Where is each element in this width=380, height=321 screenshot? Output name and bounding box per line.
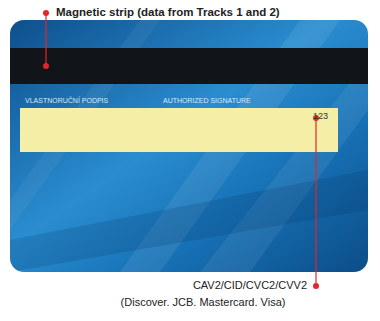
signature-panel bbox=[20, 108, 338, 152]
card-back: VLASTNORUČNÍ PODPIS AUTHORIZED SIGNATURE 1… bbox=[10, 20, 368, 272]
leader-dot bbox=[43, 10, 49, 16]
card-sheen bbox=[10, 20, 368, 272]
card-body bbox=[10, 20, 368, 272]
leader-dot bbox=[43, 63, 49, 69]
part-label: Magnetic strip (data from Tracks 1 and 2… bbox=[56, 6, 280, 19]
leader-dot bbox=[313, 283, 319, 289]
part-label: CAV2/CID/CVC2/CVV2 bbox=[193, 279, 307, 292]
security-code: 123 bbox=[313, 111, 328, 121]
leader-line bbox=[45, 13, 46, 66]
leader-line bbox=[315, 118, 316, 286]
signature-caption: AUTHORIZED SIGNATURE bbox=[163, 97, 251, 105]
signature-panel: 123 bbox=[20, 108, 338, 152]
signature-caption: VLASTNORUČNÍ PODPIS bbox=[25, 97, 108, 105]
part-note: (Discover. JCB. Mastercard. Visa) bbox=[121, 296, 286, 309]
magnetic-strip bbox=[10, 48, 368, 84]
